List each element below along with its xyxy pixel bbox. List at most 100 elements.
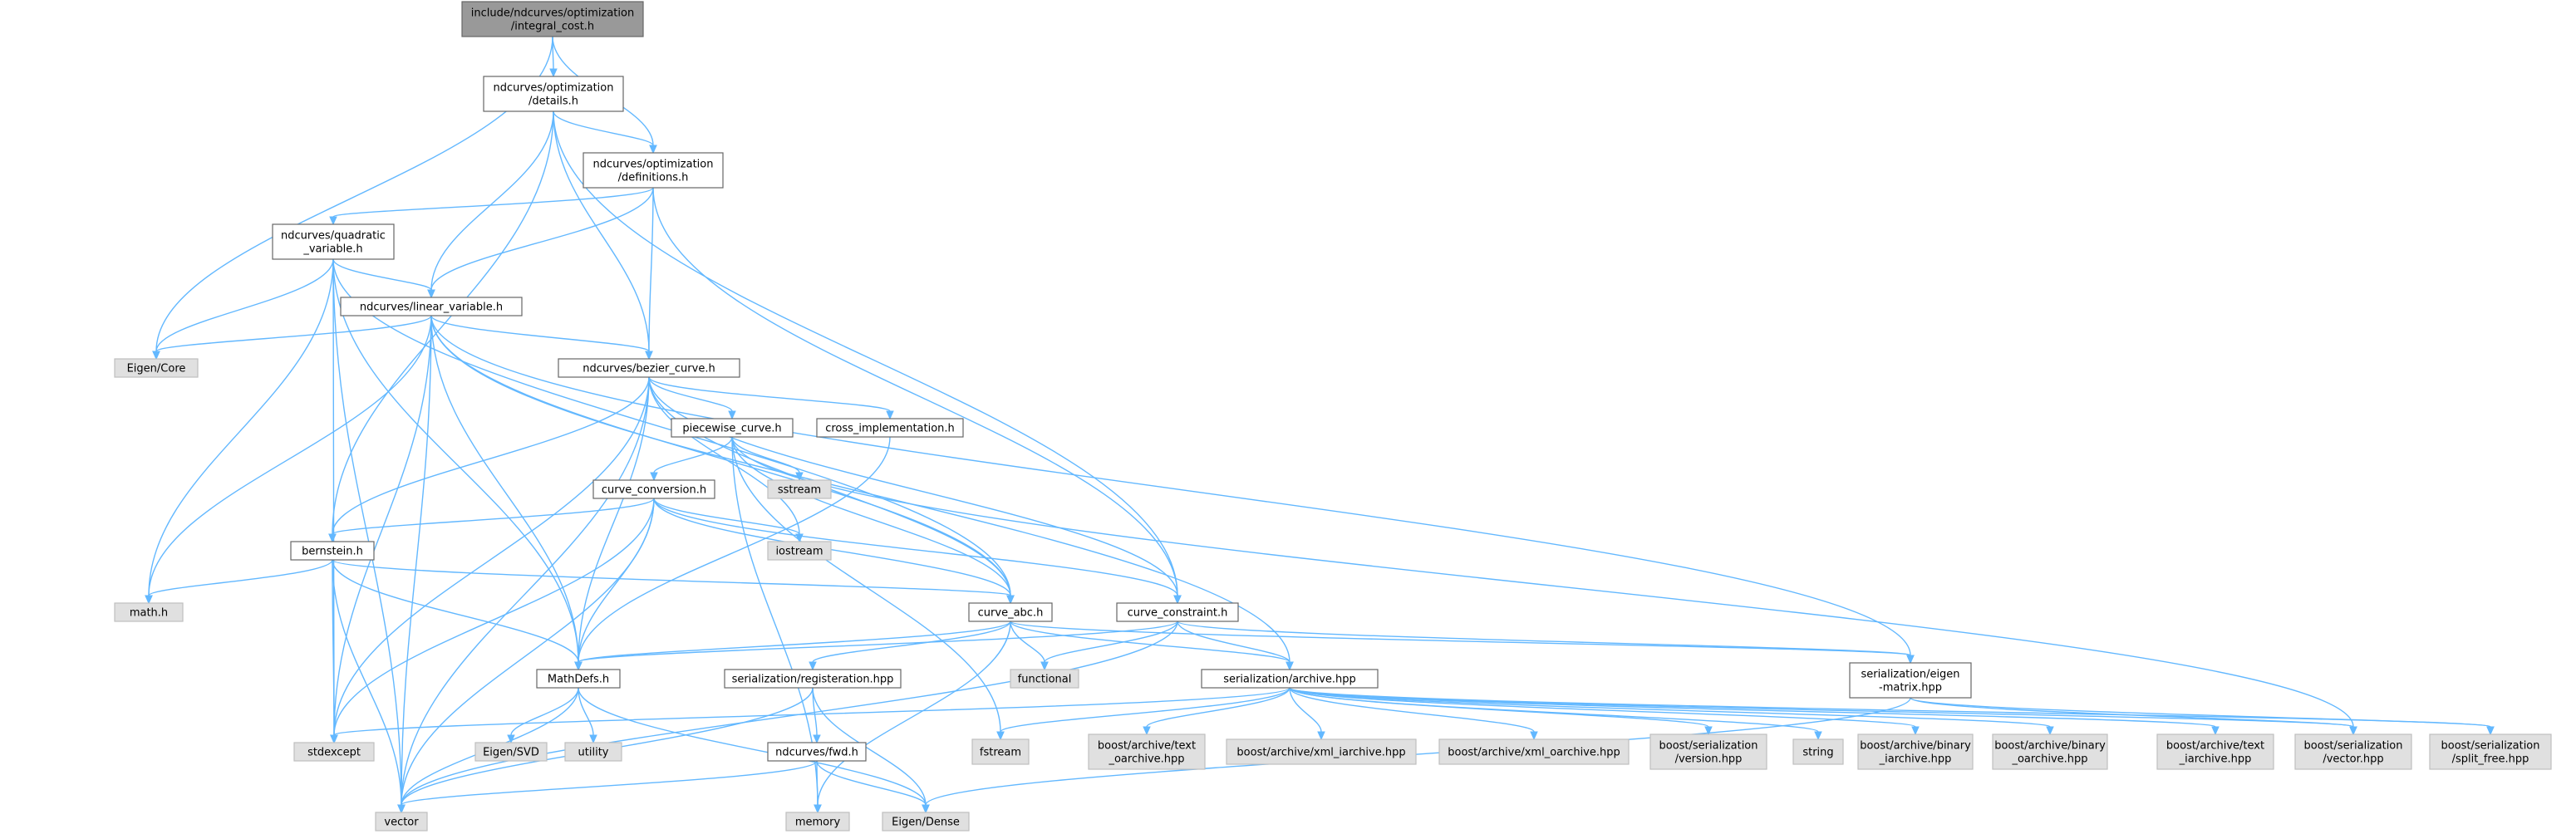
node-constraint[interactable]: curve_constraint.h bbox=[1116, 602, 1239, 622]
node-crossimpl[interactable]: cross_implementation.h bbox=[816, 418, 964, 438]
node-conversion[interactable]: curve_conversion.h bbox=[592, 479, 715, 499]
edge-conversion-to-constraint bbox=[653, 498, 1182, 605]
node-linear[interactable]: ndcurves/linear_variable.h bbox=[340, 297, 523, 316]
node-eigendense: Eigen/Dense bbox=[882, 812, 970, 832]
node-bezier[interactable]: ndcurves/bezier_curve.h bbox=[558, 358, 740, 378]
node-string: string bbox=[1792, 738, 1844, 765]
edge-details-to-linear bbox=[427, 110, 554, 299]
edge-sereigen-to-bsplitfree bbox=[1910, 697, 2495, 736]
node-quadratic[interactable]: ndcurves/quadratic_variable.h bbox=[272, 223, 395, 260]
node-fwd[interactable]: ndcurves/fwd.h bbox=[767, 742, 867, 762]
node-box bbox=[474, 742, 548, 762]
node-label: boost/serialization bbox=[2303, 740, 2402, 753]
node-label: Eigen/Core bbox=[127, 363, 186, 375]
edge-fwd-to-memory bbox=[814, 760, 822, 814]
edge-definitions-to-quadratic bbox=[329, 187, 654, 226]
node-box bbox=[2156, 733, 2274, 770]
node-label: _iarchive.hpp bbox=[1879, 753, 1952, 766]
node-box bbox=[971, 738, 1030, 765]
node-fstream: fstream bbox=[971, 738, 1030, 765]
node-bsplitfree: boost/serialization/split_free.hpp bbox=[2429, 733, 2552, 770]
node-label: ndcurves/optimization bbox=[593, 159, 714, 171]
edge-serarchive-to-txtoarch bbox=[1143, 687, 1290, 736]
node-box bbox=[2294, 733, 2412, 770]
node-label: piecewise_curve.h bbox=[682, 423, 781, 435]
node-label: fstream bbox=[980, 747, 1021, 759]
edge-linear-to-eigencore bbox=[152, 315, 432, 361]
node-eigensvd: Eigen/SVD bbox=[474, 742, 548, 762]
node-label: bernstein.h bbox=[302, 546, 363, 558]
file-nodes: include/ndcurves/optimization/integral_c… bbox=[114, 1, 2552, 832]
edge-quadratic-to-eigencore bbox=[152, 258, 334, 361]
edge-constraint-to-sereigen bbox=[1177, 621, 1915, 665]
node-box bbox=[340, 297, 523, 316]
node-definitions[interactable]: ndcurves/optimization/definitions.h bbox=[583, 152, 724, 189]
node-memory: memory bbox=[785, 812, 850, 832]
node-details[interactable]: ndcurves/optimization/details.h bbox=[483, 76, 624, 112]
node-label: _oarchive.hpp bbox=[2011, 753, 2087, 766]
edge-bezier-to-iostream bbox=[648, 376, 804, 543]
node-label: cross_implementation.h bbox=[825, 423, 955, 435]
node-xmliarch: boost/archive/xml_iarchive.hpp bbox=[1226, 738, 1417, 765]
node-box bbox=[1849, 662, 1972, 699]
edge-curveabc-to-mathdefs bbox=[574, 621, 1011, 671]
node-label: math.h bbox=[130, 607, 168, 620]
node-txtoarch: boost/archive/text_oarchive.hpp bbox=[1088, 733, 1206, 770]
node-serarchive[interactable]: serialization/archive.hpp bbox=[1201, 669, 1379, 689]
edge-serarchive-to-bvector bbox=[1289, 687, 2357, 736]
edge-conversion-to-curveabc bbox=[653, 498, 1015, 605]
node-label: include/ndcurves/optimization bbox=[471, 7, 634, 20]
node-label: ndcurves/optimization bbox=[494, 82, 614, 95]
dependency-edges bbox=[145, 36, 2495, 814]
node-label: ndcurves/quadratic bbox=[281, 230, 386, 243]
node-label: serialization/eigen bbox=[1861, 669, 1959, 681]
node-box bbox=[583, 152, 724, 189]
edge-conversion-to-bernstein bbox=[328, 498, 655, 543]
edge-mathdefs-to-eigendense bbox=[578, 687, 930, 814]
edge-definitions-to-constraint bbox=[652, 187, 1182, 605]
node-label: sstream bbox=[778, 484, 821, 497]
edge-details-to-bezier bbox=[553, 110, 653, 361]
node-sstream: sstream bbox=[767, 479, 832, 499]
node-functional: functional bbox=[1010, 669, 1079, 689]
node-math: math.h bbox=[114, 602, 184, 622]
node-bversion: boost/serialization/version.hpp bbox=[1649, 733, 1767, 770]
edge-serarchive-to-fstream bbox=[996, 687, 1290, 741]
edge-sereigen-to-bvector bbox=[1910, 697, 2357, 736]
edge-bernstein-to-math bbox=[145, 559, 333, 605]
node-label: functional bbox=[1018, 674, 1072, 686]
edge-curveabc-to-memory bbox=[814, 621, 1011, 814]
edge-serarchive-to-binoarch bbox=[1289, 687, 2054, 736]
node-box bbox=[1438, 738, 1630, 765]
node-mathdefs[interactable]: MathDefs.h bbox=[536, 669, 621, 689]
node-box bbox=[816, 418, 964, 438]
edge-linear-to-stdexcept bbox=[330, 315, 432, 744]
node-box bbox=[293, 742, 375, 762]
node-label: utility bbox=[578, 747, 609, 759]
node-label: vector bbox=[384, 817, 419, 829]
node-binoarch: boost/archive/binary_oarchive.hpp bbox=[1992, 733, 2108, 770]
edge-quadratic-to-mathdefs bbox=[332, 258, 583, 671]
node-utility: utility bbox=[564, 742, 622, 762]
node-box bbox=[483, 76, 624, 112]
node-root[interactable]: include/ndcurves/optimization/integral_c… bbox=[461, 1, 644, 37]
node-curveabc[interactable]: curve_abc.h bbox=[968, 602, 1053, 622]
edge-details-to-bernstein bbox=[328, 110, 554, 543]
node-label: /details.h bbox=[528, 96, 578, 108]
node-sereigen[interactable]: serialization/eigen-matrix.hpp bbox=[1849, 662, 1972, 699]
node-label: serialization/archive.hpp bbox=[1223, 674, 1356, 686]
node-label: -matrix.hpp bbox=[1879, 682, 1942, 694]
node-piecewise[interactable]: piecewise_curve.h bbox=[671, 418, 794, 438]
node-stdexcept: stdexcept bbox=[293, 742, 375, 762]
node-box bbox=[114, 602, 184, 622]
node-bernstein[interactable]: bernstein.h bbox=[290, 541, 375, 561]
edge-bezier-to-crossimpl bbox=[648, 376, 894, 420]
edge-serarchive-to-string bbox=[1289, 687, 1822, 741]
node-box bbox=[1649, 733, 1767, 770]
edge-mathdefs-to-eigensvd bbox=[507, 687, 579, 744]
node-serreg[interactable]: serialization/registeration.hpp bbox=[724, 669, 902, 689]
node-box bbox=[114, 358, 199, 378]
edge-constraint-to-serarchive bbox=[1177, 621, 1294, 671]
node-bvector: boost/serialization/vector.hpp bbox=[2294, 733, 2412, 770]
